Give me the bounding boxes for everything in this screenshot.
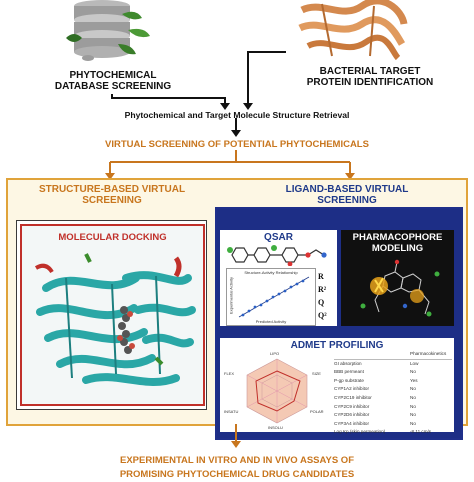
molecule-structure-icon	[226, 244, 332, 266]
radar-axis-insatu: INSATU	[224, 409, 239, 414]
molecular-docking-panel: MOLECULAR DOCKING	[20, 224, 205, 406]
qsar-metrics: R R² Q Q²	[318, 270, 336, 322]
qsar-plot: Structure-Activity Relationship Predicte…	[226, 268, 316, 326]
qsar-plot-title: Structure-Activity Relationship	[244, 270, 298, 275]
pk-header: Pharmacokinetics	[410, 351, 447, 356]
qsar-xlabel: Predicted Activity	[255, 319, 287, 324]
database-icon	[62, 0, 162, 66]
virtual-screening-label: VIRTUAL SCREENING OF POTENTIAL PHYTOCHEM…	[105, 139, 369, 150]
protein-structure-icon	[292, 0, 412, 62]
pk-header-row: Pharmacokinetics	[334, 350, 452, 360]
admet-radar-chart: LIPO FLEX INSATU INSOLU POLAR SIZE	[222, 351, 332, 431]
table-row: Log Kp (skin permeation)-8.11 cm/s	[334, 429, 432, 435]
radar-axis-insolu: INSOLU	[268, 425, 283, 430]
qsar-panel: QSAR Structure-Activity Relationship	[220, 230, 337, 326]
metric-q: Q	[318, 298, 325, 307]
admet-label: ADMET PROFILING	[290, 340, 384, 351]
radar-axis-size: SIZE	[312, 371, 321, 376]
qsar-label: QSAR	[264, 232, 293, 243]
docking-label: MOLECULAR DOCKING	[58, 232, 167, 243]
qsar-ylabel: Experimental Activity	[228, 277, 234, 314]
radar-axis-flex: FLEX	[224, 371, 235, 376]
radar-axis-lipo: LIPO	[270, 351, 280, 356]
bottom-arrow	[226, 424, 246, 450]
docking-protein-icon	[26, 248, 200, 400]
metric-r: R	[318, 272, 324, 281]
pharmacophore-model-icon	[345, 256, 451, 324]
metric-r2: R²	[318, 285, 327, 294]
connector-arrows	[0, 0, 474, 140]
experimental-assays-label: EXPERIMENTAL IN VITRO AND IN VIVO ASSAYS…	[119, 455, 355, 480]
branch-arrows	[0, 148, 474, 182]
admet-panel: ADMET PROFILING LIPO FLEX INSATU INSOLU …	[220, 338, 454, 434]
radar-axis-polar: POLAR	[310, 409, 324, 414]
metric-q2: Q²	[318, 311, 327, 320]
retrieval-label: Phytochemical and Target Molecule Struct…	[124, 110, 350, 120]
